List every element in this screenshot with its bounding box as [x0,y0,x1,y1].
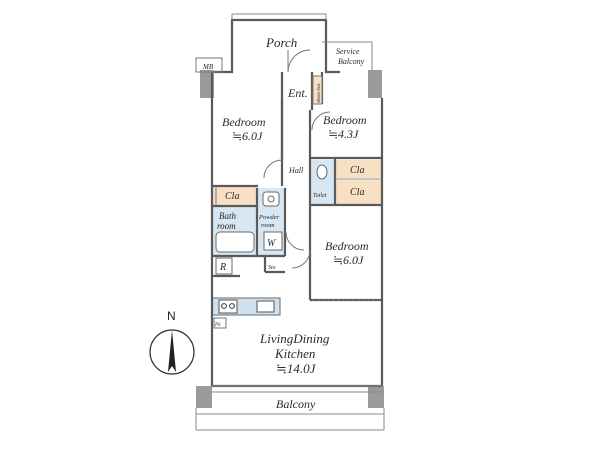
fixtures [213,164,328,329]
washer-label: W [267,238,277,249]
closet-2-label: Cla [350,165,364,176]
mb-label: MB [202,63,214,71]
pillar-sw [196,386,212,408]
north-compass: N [149,309,195,375]
bedroom-3-label: Bedroom [325,239,369,253]
closet-1-fill [212,187,257,205]
shoes-box-label: shoes box [317,83,322,103]
hall-label: Hall [288,166,304,175]
shoes-box [312,75,323,105]
bedroom-3-size: ≒6.0J [333,253,364,267]
balcony-label: Balcony [276,397,316,411]
closet-3-label: Cla [350,187,364,198]
closet-2-fill [336,160,382,178]
bathroom-label-2: room [217,221,236,231]
ldk-label-1: LivingDining [259,331,330,346]
service-balcony-label-2: Balcony [338,57,365,66]
closet-1-label: Cla [225,191,239,202]
north-label: N [167,309,176,323]
ldk-label-2: Kitchen [274,346,315,361]
pillar-ne [368,70,382,98]
pillar-se [368,386,384,408]
washer-box [263,231,283,251]
toilet-label: Toilet [313,193,327,199]
ps-label: PS [214,323,221,328]
interior-walls [212,72,382,302]
bedroom-2-size: ≒4.3J [328,127,359,141]
refrigerator-label: R [219,262,226,273]
bathtub [215,231,255,253]
toilet-bowl [316,164,328,180]
sink [262,191,280,207]
service-balcony-outline [322,41,373,70]
mb-box [195,57,223,73]
room-labels: Porch Service Balcony MB Ent. shoes box … [202,35,369,411]
storage-label: Sto [268,265,276,271]
compass-arrow-icon [168,330,176,372]
bathroom-label-1: Bath [219,211,236,221]
porch-label: Porch [265,35,297,50]
kitchen-sink [256,300,275,313]
closet-3-fill [336,180,382,204]
refrigerator-box [215,257,233,275]
powder-room-label-1: Powder [258,214,280,221]
bedroom-1-label: Bedroom [222,115,266,129]
powder-room-label-2: room [261,222,275,229]
entrance-label: Ent. [287,86,308,100]
ldk-size: ≒14.0J [276,361,317,376]
pillar-nw [200,70,214,98]
wall-north-porch [214,18,340,74]
service-balcony-label-1: Service [336,47,360,56]
ps-box [213,317,227,329]
bedroom-1-size: ≒6.0J [232,129,263,143]
doors [215,49,382,301]
balcony-window [195,385,385,431]
bedroom-2-label: Bedroom [323,113,367,127]
